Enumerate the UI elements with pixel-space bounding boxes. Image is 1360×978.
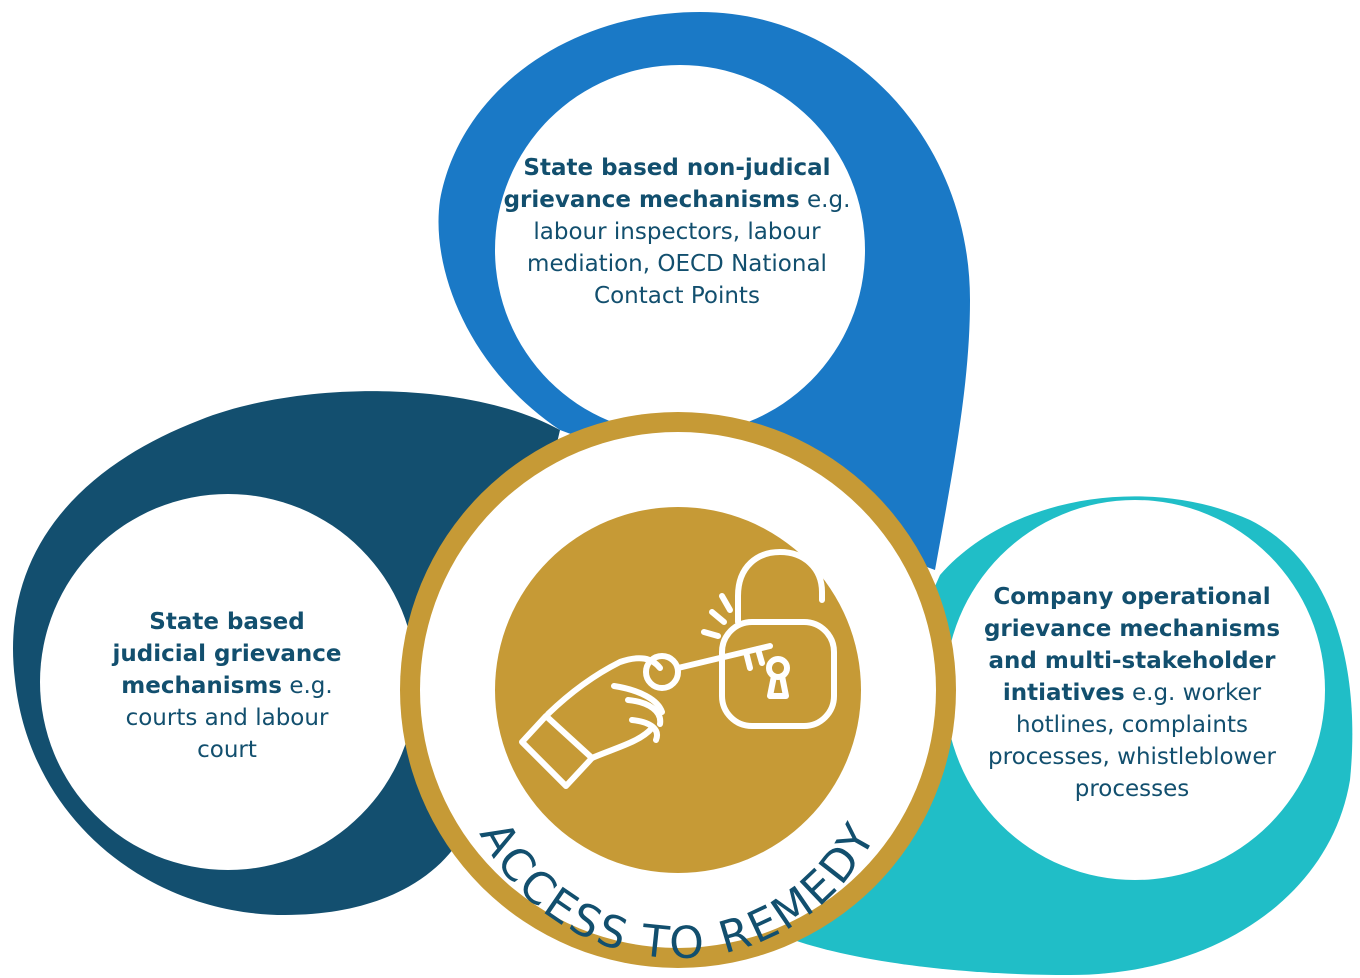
top-inner-circle bbox=[495, 65, 865, 435]
left-bubble-heading: State based judicial grievance mechanism… bbox=[112, 609, 342, 699]
top-bubble-text: State based non-judical grievance mechan… bbox=[498, 152, 856, 312]
right-bubble-heading: Company operational grievance mechanisms… bbox=[983, 584, 1281, 706]
top-bubble-body: e.g. labour inspectors, labour mediation… bbox=[527, 187, 851, 309]
top-bubble-heading: State based non-judical grievance mechan… bbox=[503, 155, 831, 213]
right-bubble-body: e.g. worker hotlines, complaints process… bbox=[988, 680, 1276, 802]
left-inner-circle bbox=[40, 494, 416, 870]
right-inner-circle bbox=[945, 500, 1325, 880]
left-bubble-text: State based judicial grievance mechanism… bbox=[100, 606, 354, 766]
left-bubble-body: e.g. courts and labour court bbox=[125, 673, 333, 763]
right-bubble-text: Company operational grievance mechanisms… bbox=[962, 581, 1302, 805]
hand-key-padlock-icon bbox=[519, 549, 837, 789]
center-gold-disc bbox=[495, 507, 861, 873]
